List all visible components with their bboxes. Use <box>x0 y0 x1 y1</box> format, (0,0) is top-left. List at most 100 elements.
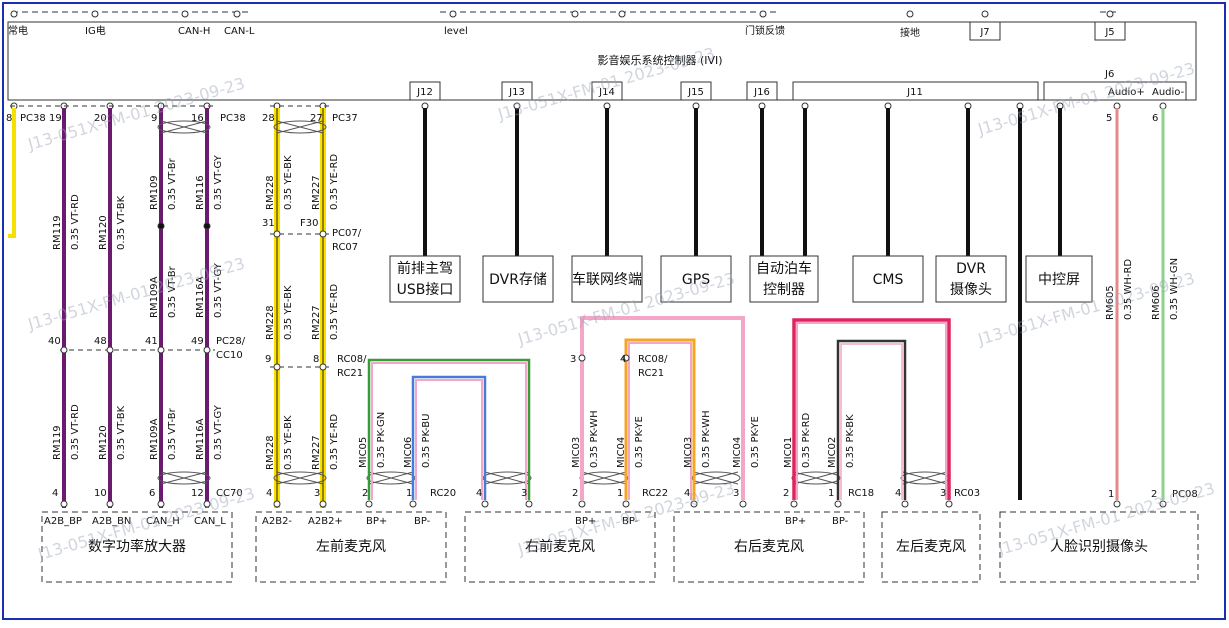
pin-label: BP- <box>832 516 849 527</box>
device-gps: GPS <box>682 272 710 288</box>
pin-number: 20 <box>94 113 107 124</box>
wire-id: RM109 <box>149 175 160 210</box>
top-connector-label: J7 <box>979 27 989 38</box>
pin-number: 41 <box>145 336 158 347</box>
conn-code: PC08 <box>1172 489 1198 500</box>
wire-pk-bk-loop <box>836 339 907 500</box>
wire-spec: 0.35 YE-BK <box>283 415 294 470</box>
pin-number: 2 <box>1151 489 1157 500</box>
wire-labels: RM119 0.35 VT-RD RM120 0.35 VT-BK RM109 … <box>52 154 1180 470</box>
wire-id: MIC02 <box>827 437 838 468</box>
wire-pk-ye-pink <box>628 342 692 500</box>
conn-code: RC03 <box>954 488 980 499</box>
wire-id: RM227 <box>311 435 322 470</box>
connector-label: J11 <box>906 87 923 98</box>
pin-label: BP+ <box>575 516 596 527</box>
wire-pk-bk-pink <box>840 343 903 500</box>
wire-spec: 0.35 VT-RD <box>70 194 81 250</box>
device-front-left-mic: 左前麦克风 <box>316 538 386 555</box>
wire-pk-gn-pink <box>371 362 527 500</box>
pin-number: 1 <box>1108 489 1114 500</box>
wire-pk-bu-loop <box>411 375 487 500</box>
wire-spec: 0.35 VT-BK <box>116 195 127 250</box>
top-pin-label: CAN-L <box>224 26 255 37</box>
wire-pk-gn-loop <box>367 358 531 500</box>
top-pin-canh: CAN-H <box>178 10 210 37</box>
j6-pin-label: Audio- <box>1152 87 1185 98</box>
pin-number: 31 <box>262 218 275 229</box>
wire-id: MIC01 <box>783 437 794 468</box>
twist-marks <box>157 120 950 485</box>
wire-id: MIC03 <box>571 437 582 468</box>
top-pin-label: 接地 <box>900 26 920 39</box>
wire-spec: 0.35 PK-YE <box>750 416 761 468</box>
pin-number: 4 <box>620 354 626 365</box>
pin-number: 8 <box>313 354 319 365</box>
connector-j13: J13 <box>501 81 533 101</box>
pin-number: 9 <box>265 354 271 365</box>
wire-spec: 0.35 WH-RD <box>1123 259 1134 320</box>
connector-j16: J16 <box>746 81 778 101</box>
pin-number: 5 <box>1106 113 1112 124</box>
wire-spec: 0.35 YE-BK <box>283 285 294 340</box>
device-rear-right-mic: 右后麦克风 <box>734 539 804 555</box>
wire-id: RM116 <box>195 175 206 210</box>
top-pin-dot <box>618 10 626 18</box>
wire-id: RM120 <box>98 425 109 460</box>
connector-j6: J6 Audio+ Audio- <box>1043 69 1187 101</box>
conn-code: RC21 <box>638 368 664 379</box>
wire-id: RM120 <box>98 215 109 250</box>
top-pin-dot <box>571 10 579 18</box>
top-connector-j5: J5 <box>1094 10 1126 41</box>
wire-id: RM109A <box>149 418 160 460</box>
splice-dots <box>60 222 327 371</box>
connector-label: J15 <box>687 87 704 98</box>
device-telematics: 车联网终端 <box>572 271 642 288</box>
top-connector-j7: J7 <box>969 10 1001 41</box>
connector-label: J12 <box>416 87 433 98</box>
conn-code: RC21 <box>337 368 363 379</box>
device-amplifier: 数字功率放大器 <box>88 538 186 555</box>
black-device-wires <box>423 108 1062 500</box>
connector-label: J16 <box>753 87 770 98</box>
wire-spec: 0.35 VT-RD <box>70 404 81 460</box>
pin-number: 19 <box>49 113 62 124</box>
top-pin-changdian: 常电 <box>8 10 28 37</box>
wire-spec: 0.35 PK-WH <box>589 410 600 468</box>
connector-label: J13 <box>508 87 525 98</box>
pin-label: CAN_H <box>146 516 180 527</box>
top-pin-igdian: IG电 <box>85 10 106 37</box>
wire-id: MIC03 <box>683 437 694 468</box>
wire-spec: 0.35 VT-BK <box>116 405 127 460</box>
wire-pk-bu-pink <box>415 379 483 500</box>
pin-number: 4 <box>52 488 58 499</box>
top-pin-label: 常电 <box>8 24 28 37</box>
wire-spec: 0.35 VT-GY <box>213 262 224 318</box>
wire-spec: 0.35 PK-GN <box>376 412 387 468</box>
lower-device-boxes <box>41 511 1199 583</box>
conn-code: RC18 <box>848 488 874 499</box>
wire-spec: 0.35 VT-Br <box>167 157 178 210</box>
wire-spec: 0.35 YE-RD <box>329 414 340 470</box>
pin-label: A2B2+ <box>308 516 343 527</box>
conn-code: RC22 <box>642 488 668 499</box>
connector-j14: J14 <box>591 81 623 101</box>
conn-code: PC37 <box>332 113 358 124</box>
conn-code: PC28/ <box>216 336 246 347</box>
device-front-right-mic: 右前麦克风 <box>525 538 595 555</box>
device-usb-line1: 前排主驾 <box>397 260 453 277</box>
pin-number: 12 <box>191 488 204 499</box>
wire-id: RM227 <box>311 175 322 210</box>
device-usb-line2: USB接口 <box>397 281 454 298</box>
ivi-pin-dots <box>10 102 1167 110</box>
wire-id: RM116A <box>195 276 206 318</box>
wire-id: RM228 <box>265 435 276 470</box>
connector-j15: J15 <box>680 81 712 101</box>
wire-id: RM119 <box>52 425 63 460</box>
device-dvr-storage: DVR存储 <box>489 272 547 288</box>
device-center-display: 中控屏 <box>1038 272 1080 288</box>
pin-label: CAN_L <box>194 516 226 527</box>
pin-number: 1 <box>828 488 834 499</box>
